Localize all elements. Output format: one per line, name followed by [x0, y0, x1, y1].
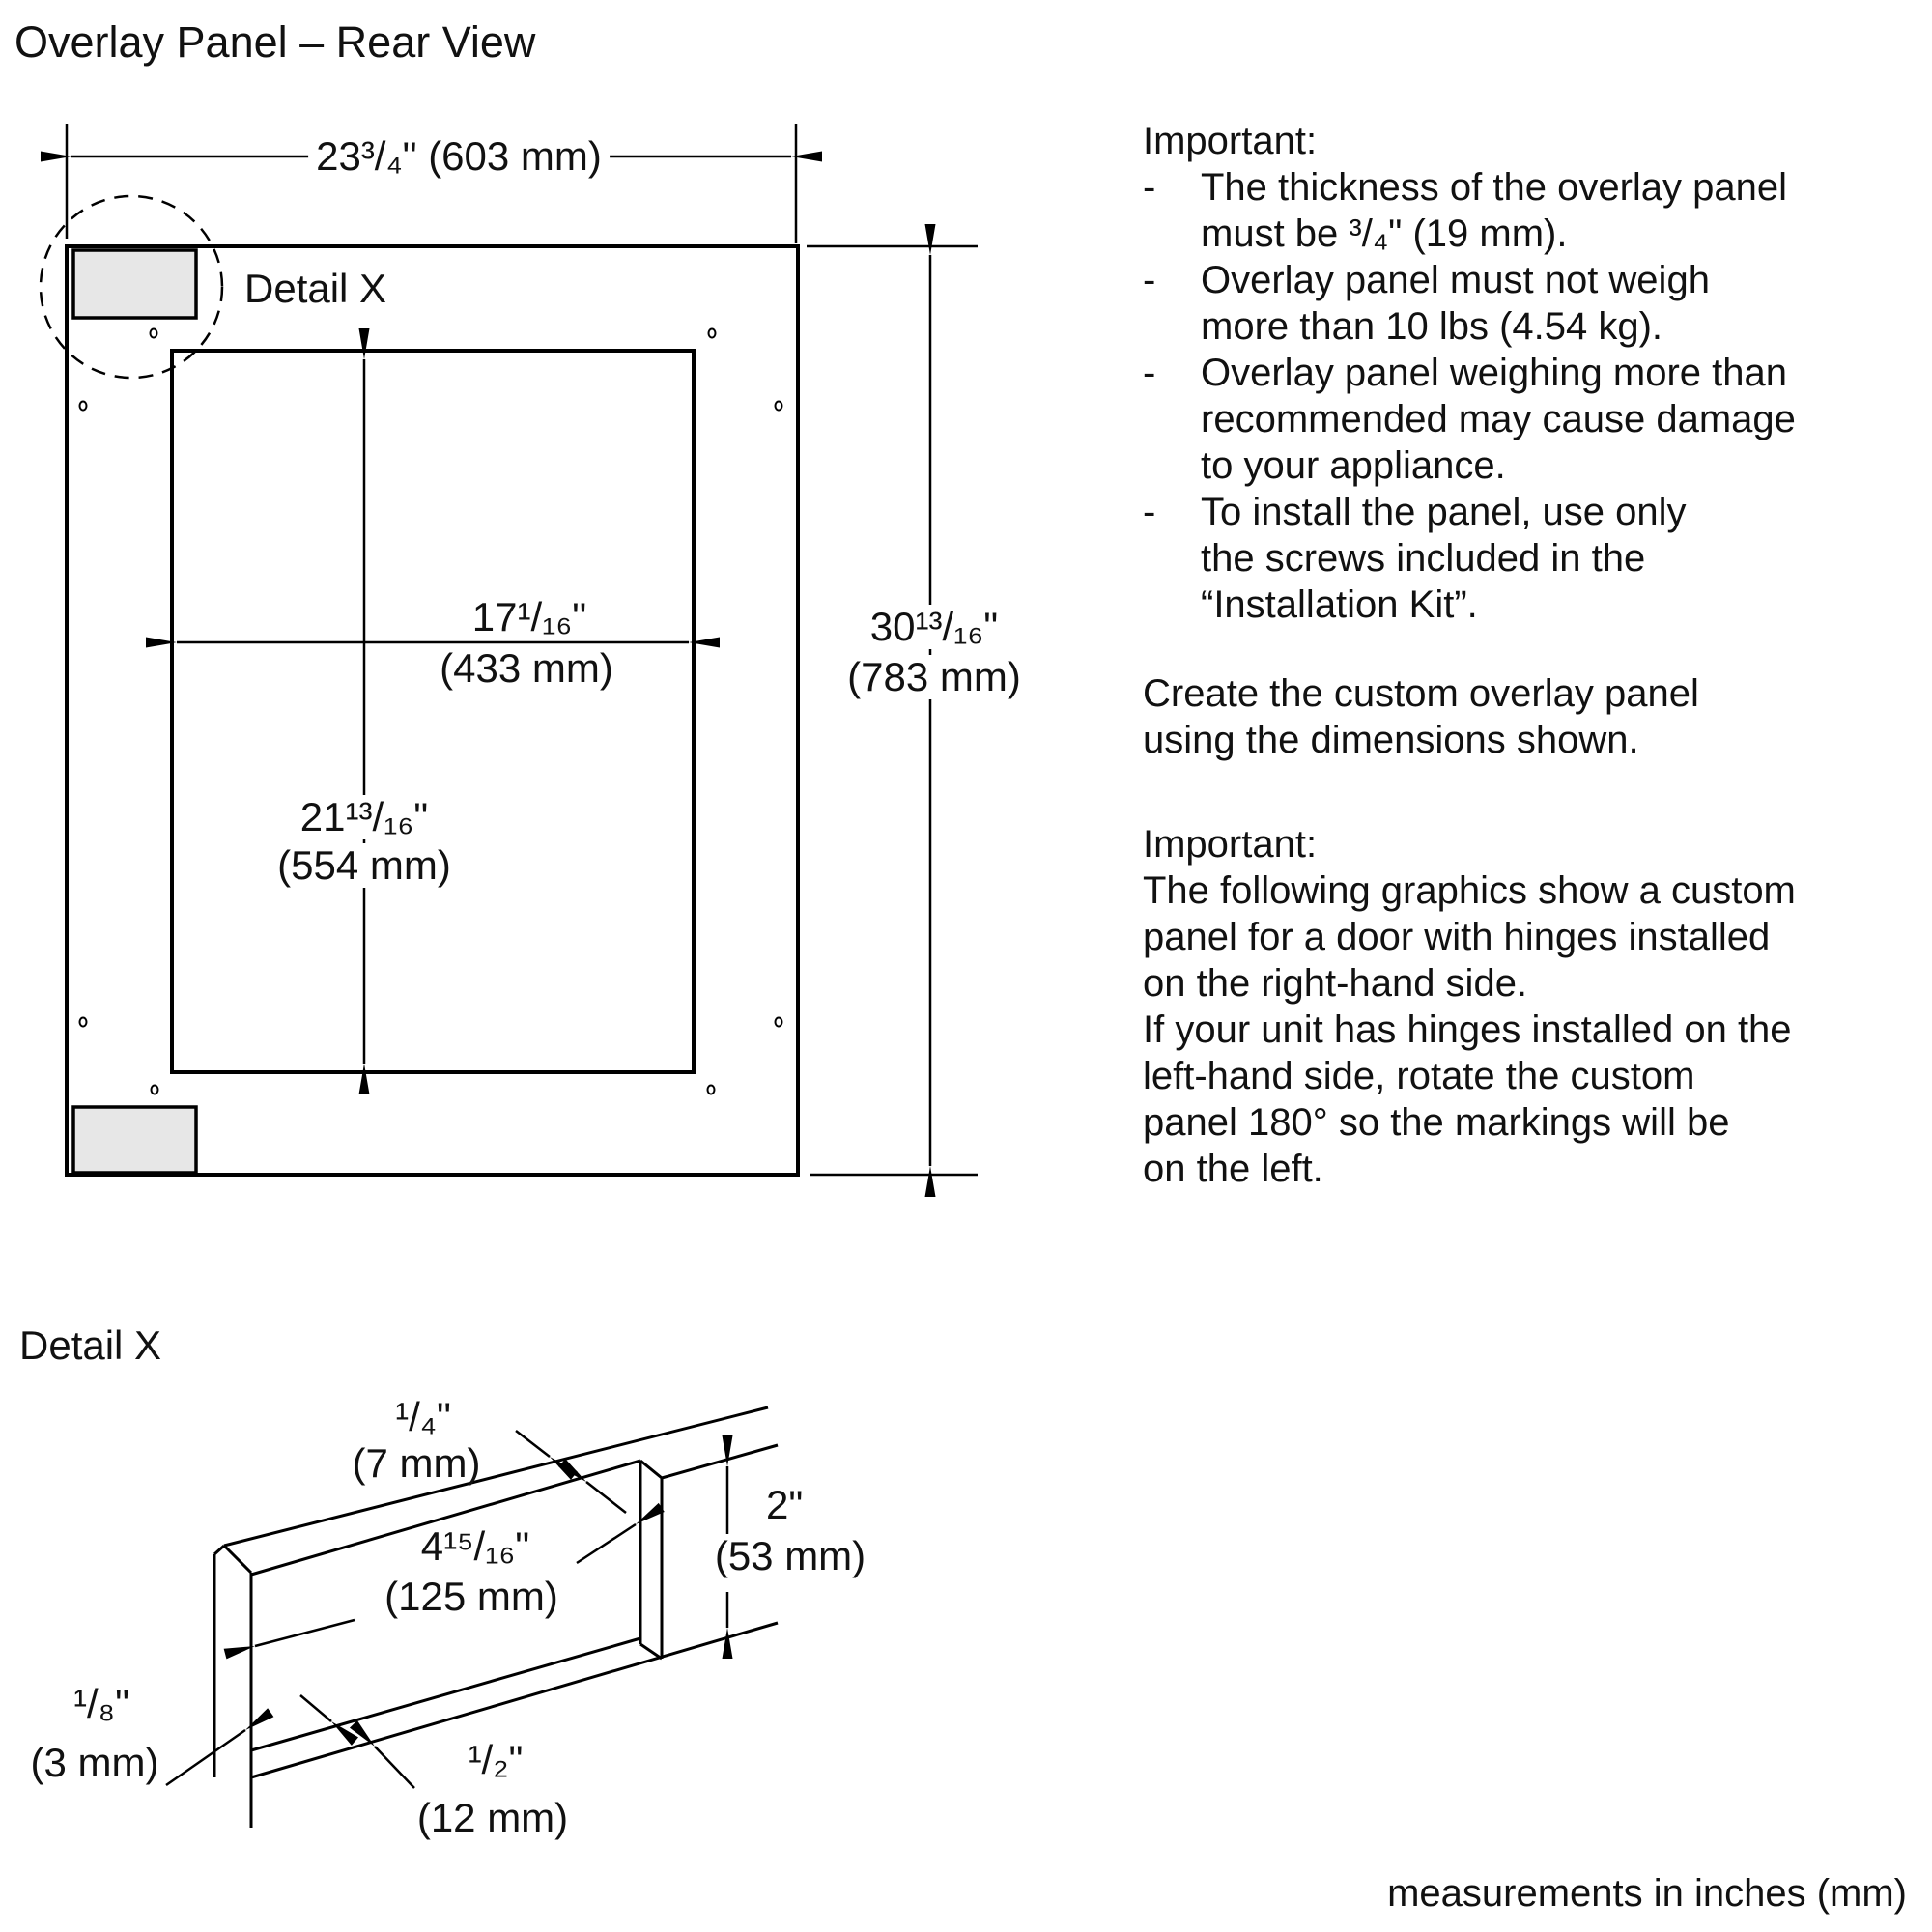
bullet-text: To install the panel, use only [1201, 491, 1687, 533]
hinge-note-text: left-hand side, rotate the custom [1143, 1055, 1695, 1097]
dim-edge-in: ¹/₈" [73, 1681, 129, 1726]
detail-callout-label: Detail X [244, 266, 387, 311]
bullet-dash: - [1143, 259, 1156, 301]
mounting-plates [71, 248, 198, 1175]
bullet-damage: - Overlay panel weighing more than [1143, 350, 1932, 396]
dim-cutout-width-in: 17¹/₁₆" [471, 594, 587, 639]
important-heading-2: Important: [1143, 823, 1318, 866]
detail-x-title: Detail X [19, 1322, 162, 1368]
dim-lip-mm: (7 mm) [352, 1440, 481, 1486]
units-note: measurements in inches (mm) [1387, 1872, 1907, 1915]
bullet-text: The thickness of the overlay panel [1201, 166, 1788, 209]
bullet-text: the screws included in the [1201, 537, 1646, 580]
dim-recess-mm: (125 mm) [384, 1574, 558, 1619]
bullet-text: “Installation Kit”. [1201, 583, 1478, 626]
bullet-text: Overlay panel weighing more than [1201, 352, 1788, 394]
bullet-text: more than 10 lbs (4.54 kg). [1201, 305, 1663, 348]
hinge-note-text: panel 180° so the markings will be [1143, 1101, 1730, 1144]
hinge-note-text: on the left. [1143, 1148, 1323, 1190]
bullet-weight: - Overlay panel must not weigh [1143, 257, 1932, 303]
hinge-note-text: panel for a door with hinges installed [1143, 916, 1771, 958]
bullet-text: to your appliance. [1201, 444, 1506, 487]
bullet-text: Overlay panel must not weigh [1201, 259, 1710, 301]
dim-overall-height-mm: (783 mm) [839, 655, 1029, 699]
screw-holes [78, 327, 783, 1095]
dim-overall-height-in: 30¹³/₁₆" [862, 605, 1007, 649]
dim-bottom-mm: (12 mm) [416, 1795, 569, 1840]
hinge-note-text: If your unit has hinges installed on the [1143, 1009, 1792, 1051]
dim-recess-in: 4¹⁵/₁₆" [420, 1523, 530, 1569]
dimension-lines-detail-x [165, 1430, 733, 1789]
instructions-column: Important: - The thickness of the overlay… [1143, 118, 1932, 1192]
bullet-screws: - To install the panel, use only [1143, 489, 1932, 535]
dim-cutout-height-mm: (554 mm) [270, 843, 459, 888]
bullet-dash: - [1143, 491, 1156, 533]
page-title: Overlay Panel – Rear View [14, 17, 536, 67]
dim-bottom-in: ¹/₂" [468, 1737, 524, 1782]
panel-outline [65, 244, 800, 1177]
create-panel-text: Create the custom overlay panel [1143, 672, 1699, 715]
detail-callout-circle [39, 194, 224, 380]
bullet-dash: - [1143, 166, 1156, 209]
dim-lip-in: ¹/₄" [395, 1394, 451, 1439]
create-panel-text: using the dimensions shown. [1143, 719, 1639, 761]
bullet-text: recommended may cause damage [1201, 398, 1796, 440]
dim-overall-width: 23³/₄" (603 mm) [308, 134, 610, 179]
dim-pocket-height-in: 2" [766, 1482, 804, 1527]
dim-edge-mm: (3 mm) [30, 1740, 159, 1785]
important-heading-1: Important: [1143, 120, 1318, 162]
dim-pocket-height-mm: (53 mm) [706, 1534, 874, 1578]
bullet-dash: - [1143, 352, 1156, 394]
bullet-text: must be ³/₄" (19 mm). [1201, 213, 1568, 255]
hinge-note-text: The following graphics show a custom [1143, 869, 1796, 912]
dim-cutout-width-mm: (433 mm) [440, 645, 613, 691]
bullet-thickness: - The thickness of the overlay panel [1143, 164, 1932, 211]
hinge-note-text: on the right-hand side. [1143, 962, 1528, 1005]
dim-cutout-height-in: 21¹³/₁₆" [292, 795, 437, 839]
